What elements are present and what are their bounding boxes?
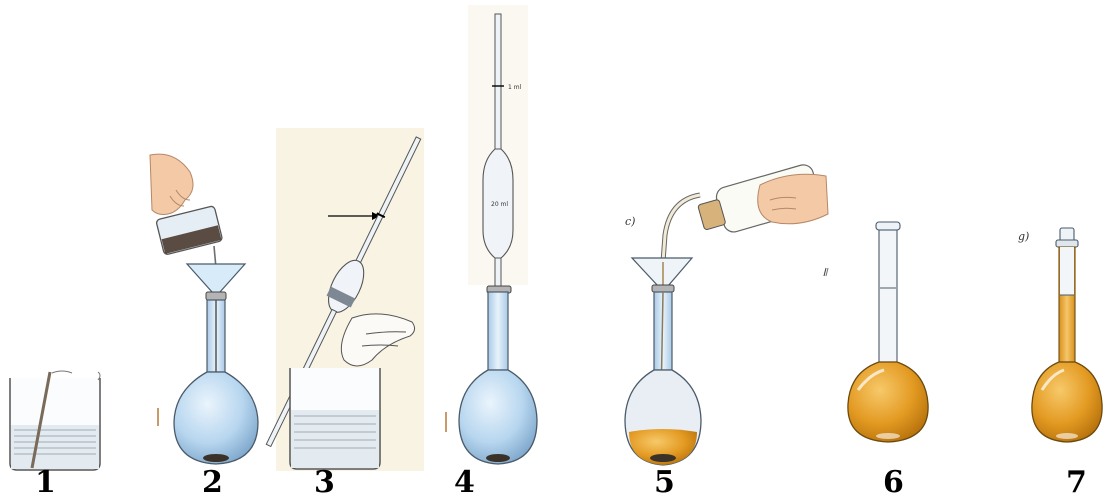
step-6-filled-flask-figure [826,222,928,442]
step-number-2: 2 [202,468,223,498]
step-number-3: 3 [314,468,335,498]
volumetric-flask-4 [459,370,537,464]
volumetric-flask-7 [1032,362,1102,442]
flask-6-lip [876,222,900,230]
panel-letter-c: c) [625,215,635,228]
step-number-1: 1 [35,468,56,498]
step-7-stoppered-flask-figure: g) [1018,228,1102,442]
step-5-rinse-figure: c) [625,163,828,465]
step-3-pipette-figure [256,128,431,471]
wash-bottle-nozzle [663,195,700,262]
step-number-7: 7 [1066,468,1087,498]
hand-icon [150,154,193,214]
pipette-graduation-label: 1 ml [508,84,522,91]
volumetric-flask-6 [848,362,928,442]
step-number-6: 6 [883,468,904,498]
volumetric-flask-2 [174,372,258,464]
volumetric-pipette-4 [495,14,501,149]
hand-hint-1 [52,371,72,373]
panel-letter-g: g) [1018,230,1029,243]
solid-residue-2 [203,454,229,462]
pipette-bulb-label: 20 ml [491,201,508,208]
beaker-1-liquid [11,425,99,469]
step-4-pipette-flask-figure: 1 ml 20 ml [445,5,537,464]
step-1-beaker-figure [10,371,100,470]
step-2-pour-figure [150,154,258,464]
flask-4-neck [488,292,508,370]
step-number-5: 5 [654,468,675,498]
hand-icon-5 [758,174,828,224]
step-number-4: 4 [454,468,475,498]
